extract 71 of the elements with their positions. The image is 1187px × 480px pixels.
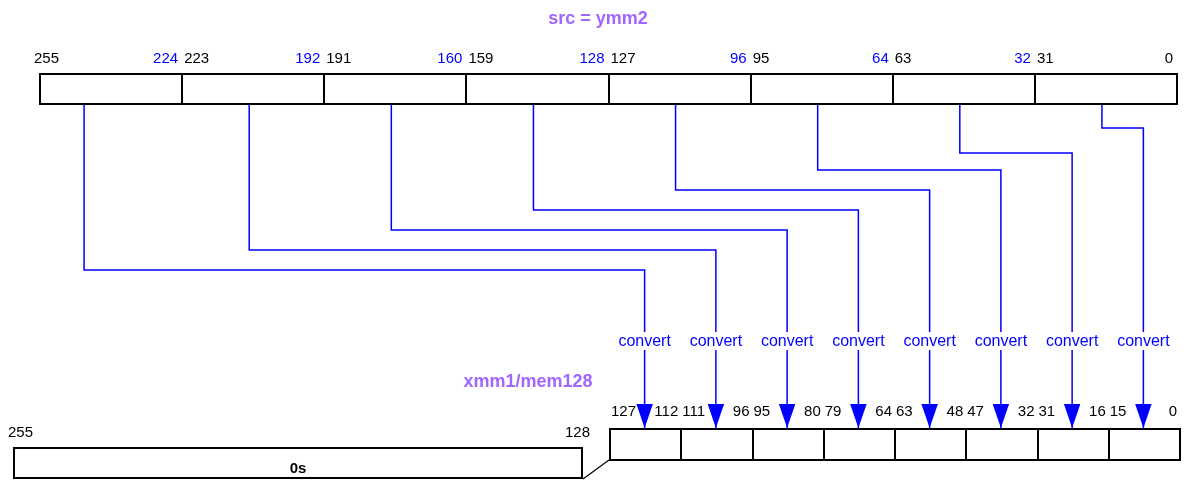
arrow	[674, 104, 938, 429]
bit-index: 16	[1089, 402, 1106, 420]
edge-label: convert	[1116, 332, 1171, 350]
bit-index: 0	[1164, 49, 1173, 67]
bit-index: 191	[326, 49, 352, 67]
fill-value: 0s	[289, 459, 307, 477]
register-cell	[323, 73, 468, 105]
register-cell	[39, 73, 184, 105]
bit-index: 96	[729, 49, 747, 67]
bit-index: 255	[34, 49, 60, 67]
register-cell	[1033, 73, 1178, 105]
register-cell	[822, 428, 896, 461]
connector-line	[582, 459, 610, 480]
arrow	[248, 104, 725, 429]
arrow	[532, 104, 867, 429]
arrow	[390, 104, 796, 429]
bit-index: 31	[1038, 402, 1056, 420]
arrow	[959, 104, 1081, 429]
register-cell	[965, 428, 1039, 461]
edge-label: convert	[1044, 332, 1100, 350]
bit-index: 96	[732, 402, 750, 420]
edge-label: convert	[617, 332, 672, 350]
register-cell	[751, 428, 825, 461]
bit-index: 0	[1168, 402, 1177, 420]
edge-label: convert	[759, 332, 815, 350]
bit-index: 127	[611, 402, 637, 420]
register-cell	[1107, 428, 1181, 461]
register-cell	[1036, 428, 1110, 461]
bit-index: 64	[875, 402, 892, 420]
bit-index: 48	[946, 402, 964, 420]
bit-index: 255	[8, 423, 34, 441]
bit-index: 47	[967, 402, 984, 420]
edge-label: convert	[902, 332, 957, 350]
arrow	[1101, 104, 1152, 429]
register-cell	[891, 73, 1036, 105]
bit-index: 224	[153, 49, 179, 67]
bit-index: 112	[654, 402, 679, 420]
bit-index: 32	[1014, 49, 1031, 67]
register-cell	[749, 73, 894, 105]
register-cell	[607, 73, 752, 105]
register-box	[13, 447, 583, 479]
edge-label: convert	[973, 332, 1029, 350]
bit-index: 95	[753, 402, 771, 420]
bit-index: 192	[295, 49, 321, 67]
edge-label: convert	[688, 332, 744, 350]
register-cell	[181, 73, 326, 105]
register-title: xmm1/mem128	[463, 371, 593, 391]
register-title: src = ymm2	[548, 8, 648, 28]
bit-index: 31	[1036, 49, 1054, 67]
bit-index: 128	[579, 49, 605, 67]
bit-index: 15	[1109, 402, 1127, 420]
bit-index: 223	[184, 49, 210, 67]
bit-index: 63	[894, 49, 912, 67]
register-cell	[609, 428, 683, 461]
register-cell	[894, 428, 968, 461]
bit-index: 63	[896, 402, 913, 420]
arrow	[816, 104, 1010, 429]
bit-index: 160	[437, 49, 463, 67]
bit-index: 64	[872, 49, 889, 67]
bit-index: 32	[1017, 402, 1035, 420]
edge-label: convert	[831, 332, 886, 350]
bit-index: 128	[564, 423, 590, 441]
bit-index: 79	[824, 402, 842, 420]
bit-index: 95	[752, 49, 770, 67]
register-cell	[680, 428, 754, 461]
bit-index: 80	[804, 402, 821, 420]
arrow	[83, 104, 653, 429]
bit-index: 159	[468, 49, 494, 67]
bit-index: 127	[610, 49, 636, 67]
bit-index: 111	[682, 402, 706, 420]
register-cell	[465, 73, 610, 105]
